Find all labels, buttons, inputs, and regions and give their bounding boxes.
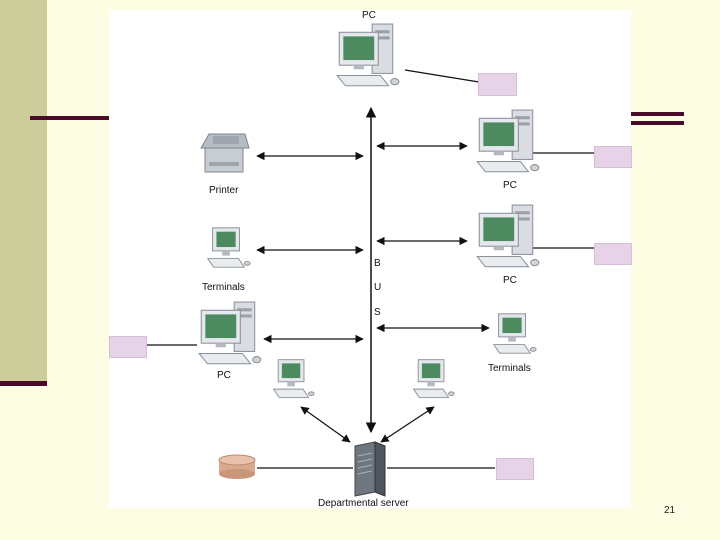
server-tower-icon: [354, 441, 386, 497]
label-bus-u: U: [374, 282, 382, 293]
pc-right-middle-icon: [476, 204, 540, 268]
arrow-terminal-right-server: [380, 406, 435, 443]
callout-box-pc-right-middle: [594, 243, 632, 265]
pc-left-icon: [198, 301, 262, 365]
label-departmental-server: Departmental server: [318, 498, 409, 509]
label-pc-right-middle: PC: [503, 275, 517, 286]
left-accent-bar: [0, 0, 47, 383]
arrow-terminal-left-server: [300, 406, 351, 443]
title-rule-right-bottom: [630, 121, 684, 125]
left-accent-bar-base: [0, 381, 47, 386]
label-terminals-right: Terminals: [488, 363, 531, 374]
terminal-lower-right-icon: [413, 359, 455, 398]
slide-number: 21: [664, 505, 676, 516]
disk-storage-icon: [218, 454, 256, 479]
label-pc-left: PC: [217, 370, 231, 381]
label-terminals-left: Terminals: [202, 282, 245, 293]
pc-right-upper-icon: [476, 109, 540, 173]
title-rule-right-top: [630, 112, 684, 116]
callout-box-pc-right-upper: [594, 146, 632, 168]
callout-box-server: [496, 458, 534, 480]
network-diagram: PC PC PC PC Printer Terminals Terminals …: [109, 10, 631, 509]
pc-top-icon: [336, 23, 400, 87]
label-bus-s: S: [374, 307, 381, 318]
terminal-right-icon: [493, 313, 537, 354]
terminal-left-icon: [207, 227, 251, 268]
callout-box-pc-left: [109, 336, 147, 358]
label-pc-right-upper: PC: [503, 180, 517, 191]
callout-box-top-pc: [478, 73, 517, 96]
diagram-connections: [145, 23, 595, 497]
printer-icon: [200, 133, 250, 173]
terminal-lower-left-icon: [273, 359, 315, 398]
label-printer: Printer: [209, 185, 239, 196]
label-bus-b: B: [374, 258, 381, 269]
title-rule-left: [30, 116, 110, 120]
label-pc-top: PC: [362, 10, 376, 21]
leader-top-pc: [404, 69, 480, 83]
